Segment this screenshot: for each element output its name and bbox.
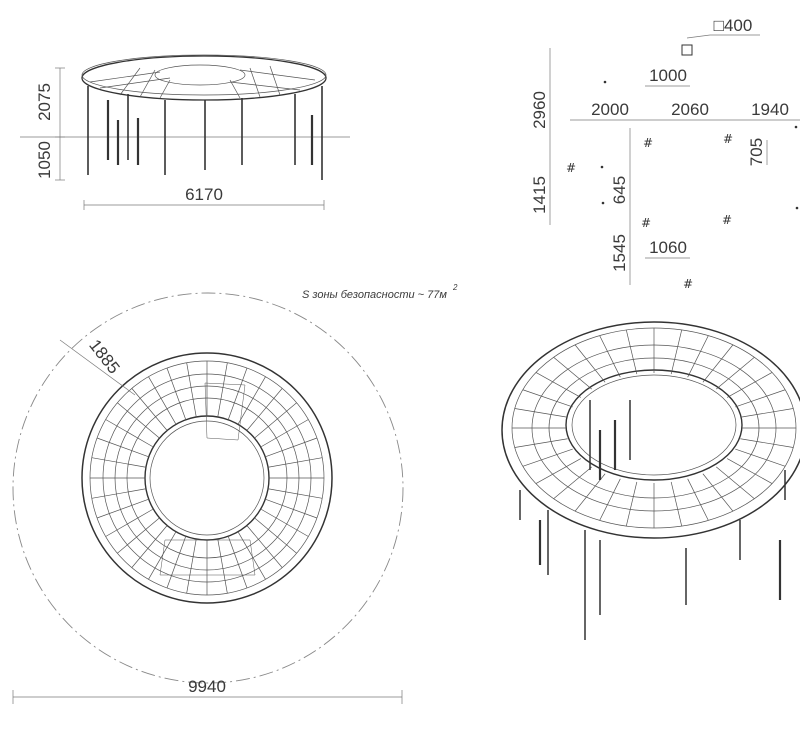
iso-slat <box>726 372 773 398</box>
dim-height-left-a: 1415 <box>530 176 549 214</box>
dim-height-right: 705 <box>747 138 766 166</box>
plan-slat <box>117 402 160 439</box>
svg-text:#: # <box>566 161 576 175</box>
iso-slat <box>514 438 568 448</box>
plan-slat <box>267 488 323 499</box>
plan-slat <box>227 367 248 420</box>
plan-slat <box>217 362 228 418</box>
dim-spacing-right: 1940 <box>751 100 789 119</box>
svg-text:#: # <box>683 277 693 291</box>
iso-slat <box>740 408 794 418</box>
dim-spacing-left: 2000 <box>591 100 629 119</box>
iso-slat <box>574 344 606 383</box>
iso-slat <box>726 458 773 484</box>
iso-slat <box>735 448 786 467</box>
dim-diameter: 9940 <box>188 677 226 696</box>
plan-slat <box>246 525 283 568</box>
iso-slat <box>599 478 621 521</box>
iso-ring <box>548 357 760 499</box>
iso-slat <box>687 335 709 378</box>
dim-offset-top: 1000 <box>649 66 687 85</box>
plan-slat <box>105 419 154 448</box>
iso-slat <box>702 344 734 383</box>
svg-text:#: # <box>723 132 733 146</box>
plan-ring <box>114 385 300 571</box>
iso-slat <box>670 481 683 527</box>
dim-side-width: 6170 <box>185 185 223 204</box>
plan-slat <box>186 362 197 418</box>
iso-ring <box>531 344 777 512</box>
dim-spacing-middle: 2060 <box>671 100 709 119</box>
plan-slat <box>254 402 297 439</box>
svg-text:#: # <box>643 136 653 150</box>
iso-slat <box>522 389 573 408</box>
iso-slat <box>716 466 755 499</box>
dim-height-left-b: 1545 <box>610 234 629 272</box>
iso-slat <box>535 458 582 484</box>
plan-slat <box>267 457 323 468</box>
iso-slat <box>599 335 621 378</box>
iso-slat <box>522 448 573 467</box>
plan-slat <box>260 419 309 448</box>
plan-view: S зоны безопасности ~ 77м 2 1885 9940 <box>12 283 458 704</box>
iso-slat <box>625 329 638 375</box>
plan-slat <box>131 388 168 431</box>
plan-slat <box>117 517 160 554</box>
plan-slat <box>265 498 318 519</box>
plan-slat <box>237 531 266 580</box>
dim-post-size: □400 <box>714 16 753 35</box>
iso-slat <box>740 438 794 448</box>
iso-slat <box>553 466 592 499</box>
side-view: 2075 1050 6170 <box>20 54 350 210</box>
plan-slat <box>91 488 147 499</box>
safety-zone-note: S зоны безопасности ~ 77м <box>302 289 447 301</box>
plan-slat <box>260 508 309 537</box>
iso-slat <box>716 357 755 390</box>
safety-zone-sup: 2 <box>452 283 458 292</box>
plan-slat <box>246 388 283 431</box>
plan-slat <box>148 376 177 425</box>
iso-slat <box>625 481 638 527</box>
plan-ring <box>102 373 312 583</box>
plan-slat <box>91 457 147 468</box>
plan-slat <box>105 508 154 537</box>
plan-slat <box>166 367 187 420</box>
plan-ring <box>126 397 288 559</box>
plan-slat <box>131 525 168 568</box>
dim-height-total: 2960 <box>530 91 549 129</box>
dim-height-mid-a: 645 <box>610 176 629 204</box>
foundation-plan: □400 1000 2000 2060 1940 2960 1415 705 6… <box>530 16 800 291</box>
plan-slat <box>227 536 248 589</box>
iso-slat <box>535 372 582 398</box>
plan-slat <box>148 531 177 580</box>
dim-side-height-bottom: 1050 <box>35 141 54 179</box>
safety-zone-boundary <box>12 292 404 684</box>
svg-text:#: # <box>722 213 732 227</box>
svg-text:#: # <box>641 216 651 230</box>
iso-slat <box>670 329 683 375</box>
dim-spacing-bottom: 1060 <box>649 238 687 257</box>
isometric-view <box>501 321 800 640</box>
plan-slat <box>265 437 318 458</box>
dim-radius: 1885 <box>85 336 123 378</box>
iso-slat <box>687 478 709 521</box>
plan-slat <box>166 536 187 589</box>
iso-slat <box>553 357 592 390</box>
plan-slat <box>96 498 149 519</box>
plan-slat <box>96 437 149 458</box>
dim-side-height-top: 2075 <box>35 83 54 121</box>
iso-slat <box>514 408 568 418</box>
iso-slat <box>735 389 786 408</box>
iso-slat <box>702 473 734 512</box>
plan-slat <box>217 538 228 594</box>
plan-slat <box>254 517 297 554</box>
plan-slat <box>186 538 197 594</box>
plan-slat <box>237 376 266 425</box>
